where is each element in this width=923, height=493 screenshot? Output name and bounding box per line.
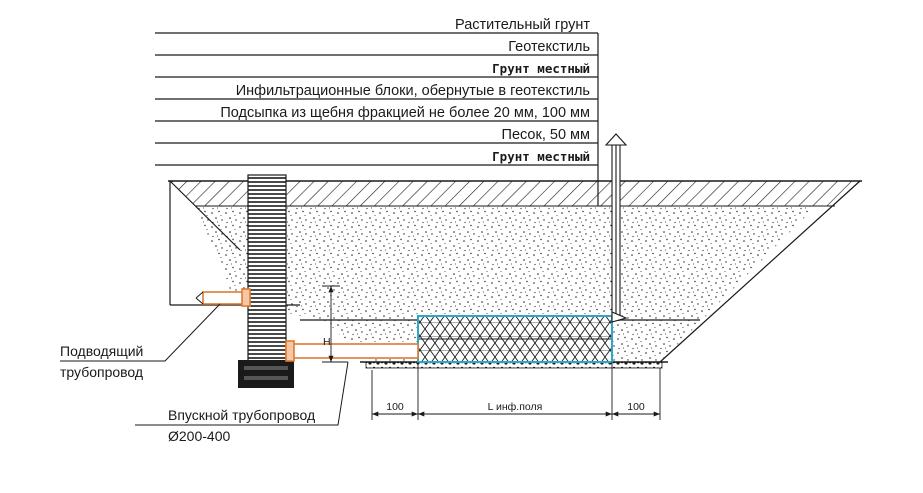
layer-label-local-soil-lower: Грунт местный <box>492 149 590 164</box>
infiltration-blocks <box>417 315 613 363</box>
inlet-pipe <box>285 340 419 362</box>
layer-label-topsoil: Растительный грунт <box>455 17 590 33</box>
callout-supply-pipe-line2: трубопровод <box>60 364 143 380</box>
dim-left-offset: 100 <box>386 401 404 413</box>
layer-label-local-soil-upper: Грунт местный <box>492 61 590 76</box>
layer-label-sand: Песок, 50 мм <box>502 127 590 143</box>
supply-pipe <box>195 288 251 307</box>
callout-inlet-pipe-line1: Впускной трубопровод <box>168 407 315 423</box>
layer-legend <box>155 32 599 320</box>
callout-leaders <box>60 303 349 426</box>
layer-label-infiltration-blocks: Инфильтрационные блоки, обернутые в геот… <box>236 83 590 99</box>
layer-label-gravel-bedding: Подсыпка из щебня фракцией не более 20 м… <box>220 105 590 121</box>
dim-right-offset: 100 <box>627 401 645 413</box>
excavation-backfill <box>196 206 816 362</box>
callout-supply-pipe-line1: Подводящий <box>60 343 143 359</box>
bottom-dimension-chain <box>371 362 661 420</box>
dim-field-length: L инф.поля <box>488 401 543 413</box>
callout-inlet-pipe-line2: Ø200-400 <box>168 428 230 444</box>
ventilation-riser <box>604 133 628 323</box>
height-dimension <box>322 285 348 363</box>
layer-label-geotextile: Геотекстиль <box>508 39 590 55</box>
height-label: H <box>323 336 331 348</box>
layer-labels: Растительный грунт Геотекстиль Грунт мес… <box>220 17 590 164</box>
surface-topsoil-hatch <box>170 181 860 206</box>
inspection-well <box>238 174 294 388</box>
excavation-outline <box>169 180 861 363</box>
